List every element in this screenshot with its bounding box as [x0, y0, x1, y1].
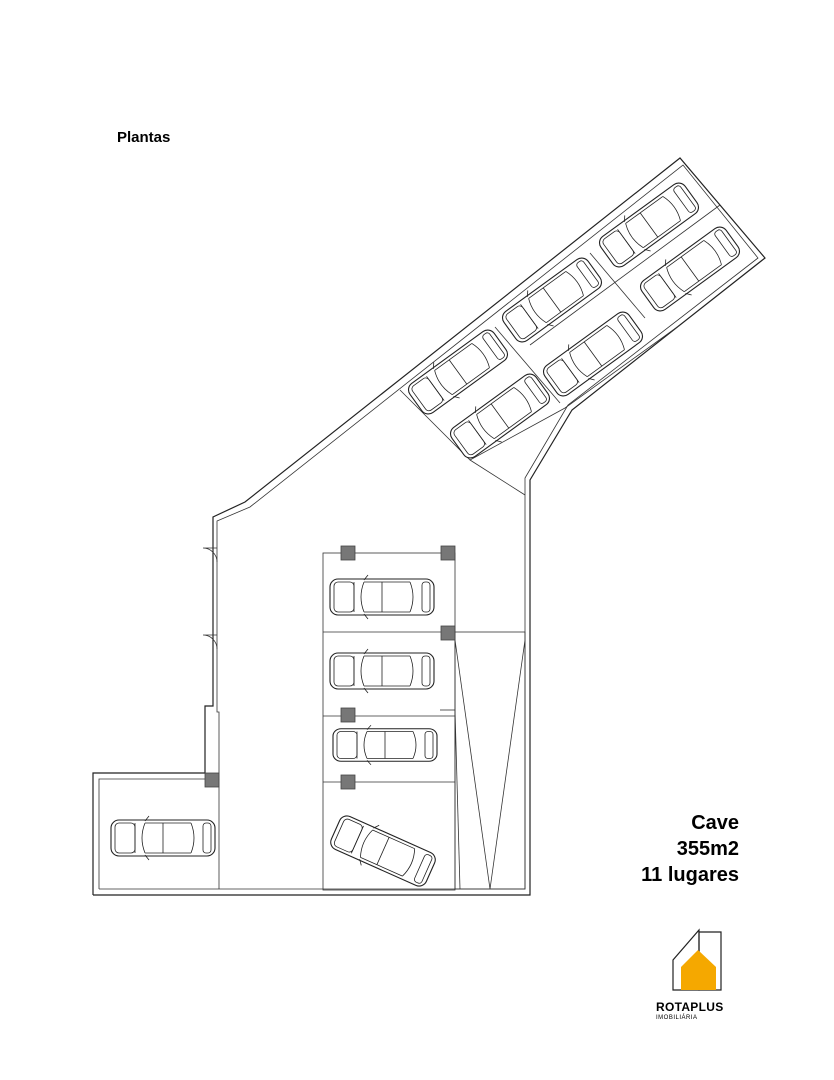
floor-spaces: 11 lugares [641, 864, 739, 886]
section-title: Plantas [117, 129, 171, 146]
floor-area: 355m2 [676, 838, 739, 860]
car-icon [329, 648, 435, 694]
door-swing [202, 634, 218, 650]
pillar [440, 625, 456, 641]
car-icon [332, 724, 438, 766]
pillar [440, 545, 456, 561]
car-icon [329, 574, 435, 620]
car-icon [325, 809, 441, 893]
upper-bay-lines [399, 324, 681, 461]
door-swing [202, 547, 218, 563]
pillar [340, 707, 356, 723]
brand-name: ROTAPLUS [656, 1000, 724, 1014]
floor-info: Cave 355m2 11 lugares [641, 810, 739, 888]
ramp [454, 631, 526, 890]
pillar [340, 545, 356, 561]
floor-name: Cave [691, 812, 739, 834]
pillar [204, 772, 220, 788]
car-icon [110, 815, 216, 861]
rotaplus-logo-mark [672, 928, 722, 991]
brand-subtitle: IMOBILIÁRIA [656, 1015, 698, 1021]
pillar [340, 774, 356, 790]
